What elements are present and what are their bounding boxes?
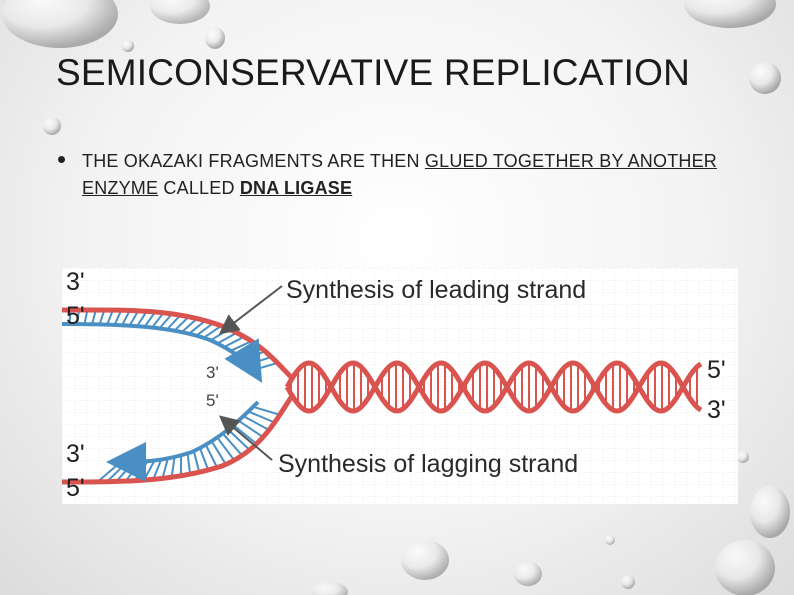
- droplet: [2, 0, 118, 48]
- lagging-strand-label: Synthesis of lagging strand: [278, 450, 578, 478]
- slide-title: SEMICONSERVATIVE REPLICATION: [56, 52, 691, 93]
- leading-label-pointer: [218, 285, 283, 335]
- leading-strand-new: [62, 322, 263, 383]
- droplet: [514, 562, 542, 586]
- bullet-text-part: THE OKAZAKI FRAGMENTS ARE THEN: [82, 151, 425, 171]
- bullet-dot: [58, 156, 65, 163]
- fork-base-pair-rung: [188, 319, 206, 335]
- bullet-text: THE OKAZAKI FRAGMENTS ARE THEN GLUED TOG…: [82, 148, 752, 202]
- end-label: 5': [707, 356, 726, 384]
- lagging-label-pointer: [218, 415, 273, 461]
- bullet-text-underlined: GLUED TOGETHER BY ANOTHER ENZYME: [82, 151, 717, 198]
- end-label: 3': [66, 268, 85, 296]
- end-label: 3': [206, 363, 219, 382]
- fork-base-pair-rung: [192, 450, 201, 473]
- fork-base-pair-rung: [243, 415, 270, 431]
- fork-base-pair-rung: [151, 312, 165, 329]
- replication-fork-svg: 3' 5' 3' 5' 3' 5' 5' 3' Synthesis of lea…: [62, 268, 738, 504]
- fork-base-pair-rung: [210, 440, 227, 465]
- fork-base-pair-rung: [186, 453, 192, 475]
- end-label: 5': [66, 302, 85, 330]
- grid-background: [62, 268, 738, 504]
- droplet: [684, 0, 776, 28]
- fork-base-pair-rung: [222, 432, 243, 457]
- fork-base-pair-rung: [204, 444, 218, 468]
- end-label: 3': [66, 440, 85, 468]
- leading-strand-label: Synthesis of leading strand: [286, 276, 586, 304]
- droplet: [737, 451, 749, 463]
- fork-base-pair-rung: [143, 311, 157, 328]
- fork-top-parental-strand: [62, 307, 294, 380]
- fork-base-pair-rung: [195, 322, 214, 337]
- fork-base-pair-rung: [198, 447, 210, 471]
- droplet: [749, 62, 781, 94]
- droplet: [312, 582, 348, 595]
- end-label: 5': [206, 391, 219, 410]
- replication-fork-diagram: 3' 5' 3' 5' 3' 5' 5' 3' Synthesis of lea…: [62, 268, 738, 504]
- droplet: [401, 540, 449, 580]
- fork-base-pair-rung: [173, 316, 190, 332]
- fork-base-pair-rung: [170, 456, 176, 478]
- droplet: [605, 535, 615, 545]
- parental-strand-b: [284, 360, 703, 414]
- fork-base-pair-rung: [136, 310, 148, 327]
- droplet: [205, 27, 225, 49]
- fork-base-pair-rung: [166, 314, 182, 331]
- fork-base-pair-rung: [161, 458, 169, 479]
- parental-strand-a: [284, 360, 703, 414]
- fork-base-pair-rung: [216, 331, 238, 345]
- fork-base-pair-rung: [203, 324, 222, 339]
- dna-ligase-term: DNA LIGASE: [239, 178, 353, 198]
- fork-base-pair-rung: [158, 313, 173, 330]
- droplet: [715, 540, 775, 595]
- fork-base-pair-rung: [152, 459, 163, 480]
- droplet: [122, 40, 134, 52]
- droplet: [43, 117, 61, 135]
- fork-base-pair-rung: [248, 410, 275, 424]
- lagging-strand-new: [106, 400, 260, 482]
- fork-base-pair-rung: [252, 405, 281, 416]
- bullet-text-part: CALLED: [158, 178, 240, 198]
- fork-base-pair-rung: [237, 419, 264, 438]
- fork-base-pair-rung: [181, 317, 198, 333]
- droplet: [621, 575, 635, 589]
- end-label: 3': [707, 396, 726, 424]
- fork-base-pair-rung: [216, 436, 236, 461]
- droplet: [150, 0, 210, 24]
- droplet: [750, 486, 790, 538]
- end-label: 5': [66, 474, 85, 502]
